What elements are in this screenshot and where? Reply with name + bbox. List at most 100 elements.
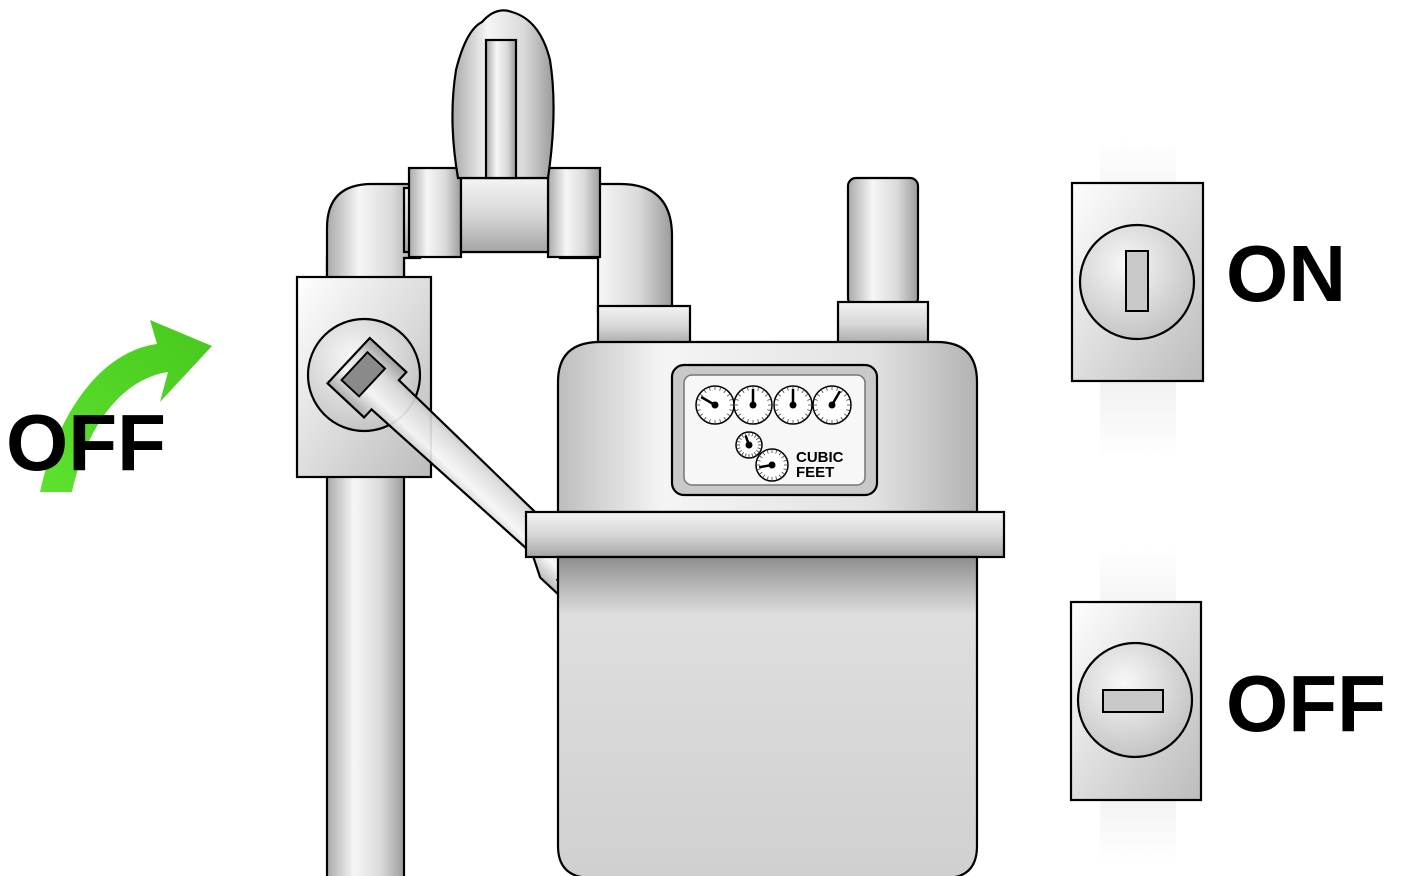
meter-dial-tick <box>699 393 704 397</box>
meter-dial-tick <box>836 419 839 424</box>
pipe-tee <box>459 176 550 254</box>
curved-arrow-icon <box>40 320 212 492</box>
meter-dial-tick <box>723 416 727 421</box>
meter-dial-tick <box>696 398 701 401</box>
meter-dials <box>695 385 852 482</box>
meter-dial-tick <box>813 398 818 401</box>
meter-dial-tick <box>840 416 844 421</box>
meter-dial-tick <box>696 409 701 412</box>
meter-dial-tick <box>764 413 769 417</box>
meter-dial-tick <box>757 419 760 424</box>
meter-dial-tick <box>757 440 762 443</box>
meter-dial-tick <box>729 398 734 401</box>
meter-dial-hub <box>828 401 836 409</box>
meter-dial-tick <box>804 413 809 417</box>
meter-dial-tick <box>774 409 779 412</box>
valve-turn-label: OFF <box>6 398 166 487</box>
meter-dial-tick <box>708 419 711 424</box>
off-label: OFF <box>1226 659 1386 748</box>
meter-dial-tick <box>816 413 821 417</box>
meter-dial-tick <box>761 416 765 421</box>
meter-dial-tick <box>767 398 772 401</box>
meter-dial-tick <box>757 386 760 391</box>
meter-dial-hub <box>768 461 776 469</box>
meter-dial-tick <box>843 393 848 397</box>
meter-dial-tick <box>703 389 707 394</box>
meter-dial-tick <box>767 409 772 412</box>
meter-dial-tick <box>777 393 782 397</box>
on-valve-slot <box>1125 250 1149 312</box>
gas-meter: CUBIC FEET <box>524 176 1006 876</box>
meter-dial-tick <box>751 453 754 458</box>
meter-dial-tick <box>734 409 739 412</box>
meter-unit-line2: FEET <box>796 464 834 481</box>
meter-dial-tick <box>738 449 742 453</box>
meter-dial-tick <box>777 413 782 417</box>
meter-dial-tick <box>703 416 707 421</box>
meter-dial-tick <box>846 398 851 401</box>
meter-dial-tick <box>708 386 711 391</box>
meter-dial-tick <box>797 386 800 391</box>
meter-dial-tick <box>758 471 763 475</box>
meter-dial-tick <box>753 434 757 438</box>
meter-dial-tick <box>756 468 761 471</box>
meter-dial-tick <box>741 389 745 394</box>
meter-dial-tick <box>775 476 778 481</box>
meter-dial-tick <box>741 416 745 421</box>
meter-dial-tick <box>781 455 786 459</box>
on-label: ON <box>1226 229 1346 318</box>
on-pipe-break-top <box>1100 130 1176 150</box>
meter-dial-tick <box>758 455 763 459</box>
meter-dial-tick <box>729 409 734 412</box>
meter-dial-tick <box>786 419 789 424</box>
meter-dial-tick <box>741 452 745 456</box>
meter-dial-tick <box>836 386 839 391</box>
meter-dial-tick <box>786 386 789 391</box>
on-pipe-break-bottom <box>1100 448 1176 468</box>
meter-dial-tick <box>723 389 727 394</box>
meter-dial-tick <box>825 386 828 391</box>
meter-dial-tick <box>726 413 731 417</box>
meter-dial-tick <box>746 386 749 391</box>
meter-dial-tick <box>761 389 765 394</box>
meter-unit-line1: CUBIC <box>796 449 844 466</box>
regulator-stem <box>484 38 518 180</box>
pipe-coupling-right <box>546 166 602 259</box>
meter-dial-tick <box>766 476 769 481</box>
meter-dial-tick <box>751 432 754 437</box>
meter-dial-tick <box>719 386 722 391</box>
meter-dial-tick <box>781 389 785 394</box>
meter-dial-tick <box>783 459 788 462</box>
meter-dial-tick <box>783 468 788 471</box>
meter-dial-tick <box>738 437 742 441</box>
meter-dial-tick <box>775 449 778 454</box>
meter-dial-tick <box>797 419 800 424</box>
meter-dial-tick <box>726 393 731 397</box>
meter-dial-tick <box>737 413 742 417</box>
meter-dial-tick <box>746 419 749 424</box>
meter-dial-tick <box>781 416 785 421</box>
meter-dial-tick <box>846 409 851 412</box>
meter-inlet-coupling <box>596 304 692 348</box>
meter-dial-tick <box>756 437 760 441</box>
meter-outlet-coupling <box>836 300 930 348</box>
meter-dial-tick <box>813 409 818 412</box>
meter-dial-tick <box>756 449 760 453</box>
pipe-coupling-left <box>407 166 463 259</box>
meter-dial-tick <box>741 434 745 438</box>
meter-lower-body <box>556 555 979 876</box>
meter-dial-tick <box>764 393 769 397</box>
meter-dial-tick <box>820 389 824 394</box>
meter-dial-tick <box>762 451 766 456</box>
valve-on-icon <box>1070 130 1205 468</box>
meter-band <box>524 510 1006 559</box>
meter-dial-tick <box>843 413 848 417</box>
off-valve-slot <box>1102 689 1164 713</box>
meter-dial-tick <box>801 389 805 394</box>
meter-dial-tick <box>820 416 824 421</box>
meter-dial-tick <box>737 393 742 397</box>
meter-dial-tick <box>736 440 741 443</box>
meter-dial-tick <box>774 398 779 401</box>
meter-dial-tick <box>719 419 722 424</box>
